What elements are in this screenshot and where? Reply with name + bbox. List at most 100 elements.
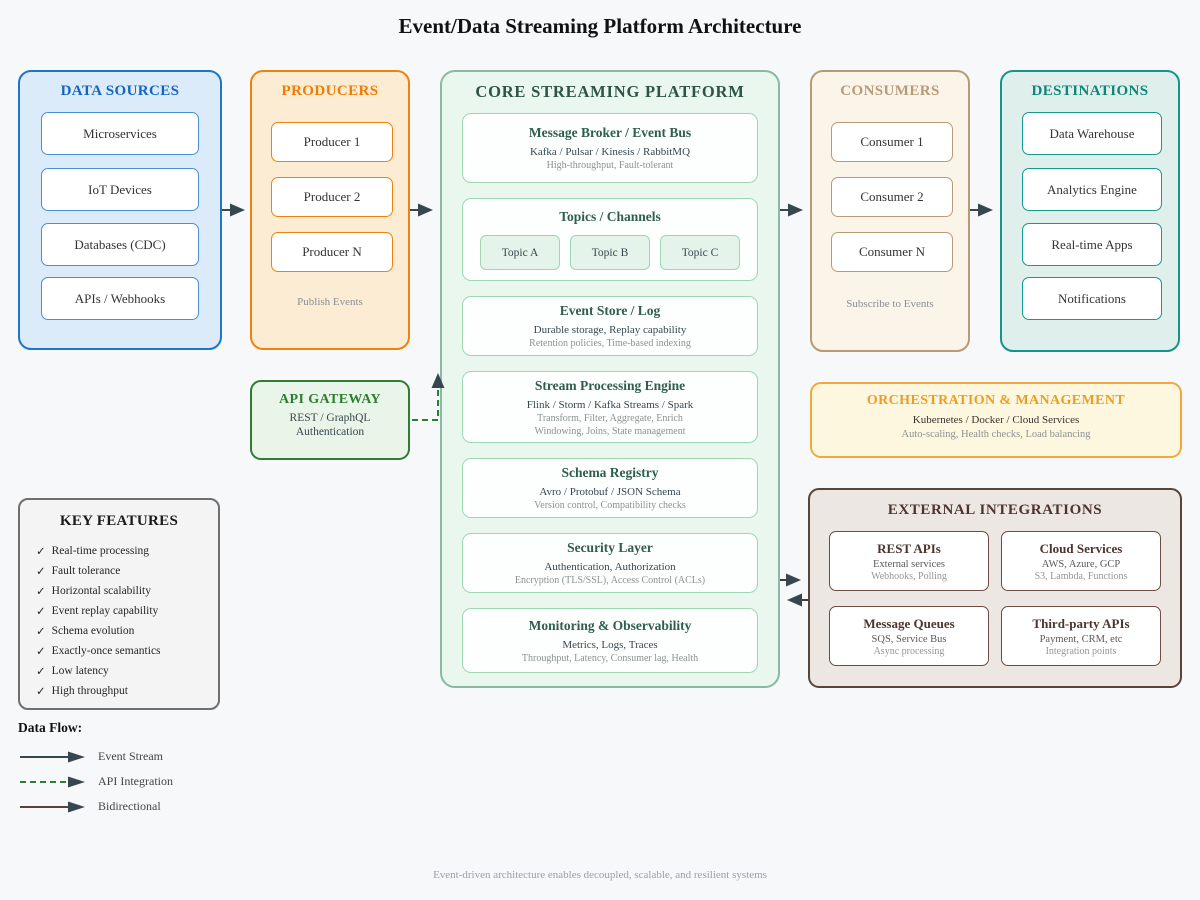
- external-integrations-title: EXTERNAL INTEGRATIONS: [887, 502, 1103, 518]
- rest-apis-line2: Webhooks, Polling: [871, 570, 947, 582]
- data-source-microservices: Microservices: [41, 112, 199, 155]
- orchestration-details: Auto-scaling, Health checks, Load balanc…: [901, 429, 1091, 440]
- destination-notifications: Notifications: [1022, 277, 1162, 320]
- cloud-services-card: Cloud Services AWS, Azure, GCP S3, Lambd…: [1001, 531, 1161, 591]
- external-integrations-panel: EXTERNAL INTEGRATIONS REST APIs External…: [808, 488, 1182, 688]
- arrow-gateway-to-core: [412, 373, 445, 421]
- check-icon: ✓: [36, 566, 46, 578]
- message-broker-section: Message Broker / Event Bus Kafka / Pulsa…: [462, 113, 758, 183]
- stream-processing-section: Stream Processing Engine Flink / Storm /…: [462, 371, 758, 443]
- third-party-apis-card: Third-party APIs Payment, CRM, etc Integ…: [1001, 606, 1161, 666]
- feature-fault-tolerance: ✓Fault tolerance: [36, 561, 218, 581]
- feature-event-replay: ✓ Event replay capability: [36, 601, 218, 621]
- check-icon: ✓: [36, 546, 46, 558]
- rest-apis-title: REST APIs: [877, 540, 941, 556]
- cloud-services-title: Cloud Services: [1039, 540, 1123, 556]
- topic-b-chip: Topic B: [570, 235, 650, 270]
- feature-low-latency: ✓Low latency: [36, 661, 218, 681]
- page-title: Event/Data Streaming Platform Architectu…: [398, 14, 802, 38]
- consumers-panel: CONSUMERS Consumer 1 Consumer 2 Consumer…: [810, 70, 970, 352]
- stream-processing-details: Windowing, Joins, State management: [534, 425, 686, 437]
- stream-processing-title: Stream Processing Engine: [534, 377, 686, 393]
- api-gateway-title: API GATEWAY: [278, 392, 382, 407]
- external-integrations-grid: REST APIs External services Webhooks, Po…: [810, 531, 1180, 666]
- destinations-panel: DESTINATIONS Data Warehouse Analytics En…: [1000, 70, 1180, 352]
- monitoring-signals: Metrics, Logs, Traces: [562, 638, 658, 651]
- monitoring-title: Monitoring & Observability: [528, 617, 692, 633]
- stream-processing-ops: Transform, Filter, Aggregate, Enrich: [537, 412, 683, 424]
- key-features-list: ✓Real-time processing ✓Fault tolerance ✓…: [36, 541, 218, 701]
- data-sources-panel: DATA SOURCES Microservices IoT Devices D…: [18, 70, 222, 350]
- orchestration-tech: Kubernetes / Docker / Cloud Services: [912, 414, 1080, 426]
- feature-label: Horizontal scalability: [51, 585, 151, 597]
- feature-horizontal-scalability: ✓ Horizontal scalability: [36, 581, 218, 601]
- schema-registry-section: Schema Registry Avro / Protobuf / JSON S…: [462, 458, 758, 518]
- security-layer-section: Security Layer Authentication, Authoriza…: [462, 533, 758, 593]
- producer-n: Producer N: [271, 232, 393, 272]
- feature-exactly-once: ✓ Exactly-once semantics: [36, 641, 218, 661]
- topics-channels-title: Topics / Channels: [559, 209, 661, 224]
- core-platform-title: CORE STREAMING PLATFORM: [475, 82, 745, 101]
- destinations-title: DESTINATIONS: [1031, 83, 1149, 99]
- third-party-apis-title: Third-party APIs: [1032, 615, 1130, 631]
- api-gateway-panel: API GATEWAY REST / GraphQL Authenticatio…: [250, 380, 410, 460]
- consumer-1: Consumer 1: [831, 122, 953, 162]
- check-icon: ✓: [36, 646, 46, 658]
- legend-bidirectional: Bidirectional: [18, 794, 173, 819]
- message-queues-title: Message Queues: [863, 615, 955, 631]
- data-source-databases-cdc: Databases (CDC): [41, 223, 199, 266]
- feature-high-throughput: ✓ High throughput: [36, 681, 218, 701]
- event-store-details: Retention policies, Time-based indexing: [529, 338, 691, 349]
- event-store-features: Durable storage, Replay capability: [533, 324, 687, 336]
- feature-label: High throughput: [51, 685, 128, 697]
- event-store-title: Event Store / Log: [559, 303, 661, 318]
- consumer-2: Consumer 2: [831, 177, 953, 217]
- consumer-n: Consumer N: [831, 232, 953, 272]
- event-store-section: Event Store / Log Durable storage, Repla…: [462, 296, 758, 356]
- cloud-services-line1: AWS, Azure, GCP: [1041, 558, 1121, 570]
- data-source-iot-devices: IoT Devices: [41, 168, 199, 211]
- rest-apis-line1: External services: [872, 558, 945, 570]
- message-queues-card: Message Queues SQS, Service Bus Async pr…: [829, 606, 989, 666]
- schema-registry-formats: Avro / Protobuf / JSON Schema: [539, 486, 681, 498]
- check-icon: ✓: [36, 686, 46, 698]
- check-icon: ✓: [36, 626, 46, 638]
- consumers-note: Subscribe to Events: [846, 298, 934, 310]
- message-queues-line1: SQS, Service Bus: [871, 633, 947, 645]
- check-icon: ✓: [36, 606, 46, 618]
- security-layer-title: Security Layer: [567, 540, 653, 555]
- key-features-panel: KEY FEATURES ✓Real-time processing ✓Faul…: [18, 498, 220, 710]
- check-icon: ✓: [36, 586, 46, 598]
- destination-data-warehouse: Data Warehouse: [1022, 112, 1162, 155]
- producers-panel: PRODUCERS Producer 1 Producer 2 Producer…: [250, 70, 410, 350]
- api-integration-arrow-icon: [20, 776, 85, 787]
- topic-c-chip: Topic C: [660, 235, 740, 270]
- check-icon: ✓: [36, 666, 46, 678]
- security-layer-features: Authentication, Authorization: [544, 561, 676, 573]
- message-broker-title: Message Broker / Event Bus: [528, 125, 692, 140]
- core-platform-panel: CORE STREAMING PLATFORM Message Broker /…: [440, 70, 780, 688]
- orchestration-title: ORCHESTRATION & MANAGEMENT: [866, 393, 1126, 408]
- cloud-services-line2: S3, Lambda, Functions: [1034, 570, 1128, 582]
- orchestration-panel: ORCHESTRATION & MANAGEMENT Kubernetes / …: [810, 382, 1182, 458]
- data-source-apis-webhooks: APIs / Webhooks: [41, 277, 199, 320]
- destination-realtime-apps: Real-time Apps: [1022, 223, 1162, 266]
- producer-1: Producer 1: [271, 122, 393, 162]
- feature-label: Event replay capability: [51, 605, 159, 617]
- api-gateway-protocols: REST / GraphQL: [289, 412, 371, 424]
- api-gateway-auth: Authentication: [295, 426, 365, 438]
- rest-apis-card: REST APIs External services Webhooks, Po…: [829, 531, 989, 591]
- bidirectional-arrow-icon: [20, 801, 85, 812]
- data-sources-title: DATA SOURCES: [60, 83, 180, 99]
- security-layer-details: Encryption (TLS/SSL), Access Control (AC…: [514, 575, 706, 586]
- message-broker-traits: High-throughput, Fault-tolerant: [546, 160, 674, 171]
- legend-event-stream: Event Stream: [18, 744, 173, 769]
- footer-caption: Event-driven architecture enables decoup…: [433, 869, 767, 881]
- feature-label: Exactly-once semantics: [51, 645, 161, 657]
- legend-label: API Integration: [98, 774, 173, 788]
- consumers-title: CONSUMERS: [840, 83, 940, 99]
- schema-registry-details: Version control, Compatibility checks: [534, 500, 686, 511]
- third-party-apis-line1: Payment, CRM, etc: [1039, 633, 1123, 645]
- producer-2: Producer 2: [271, 177, 393, 217]
